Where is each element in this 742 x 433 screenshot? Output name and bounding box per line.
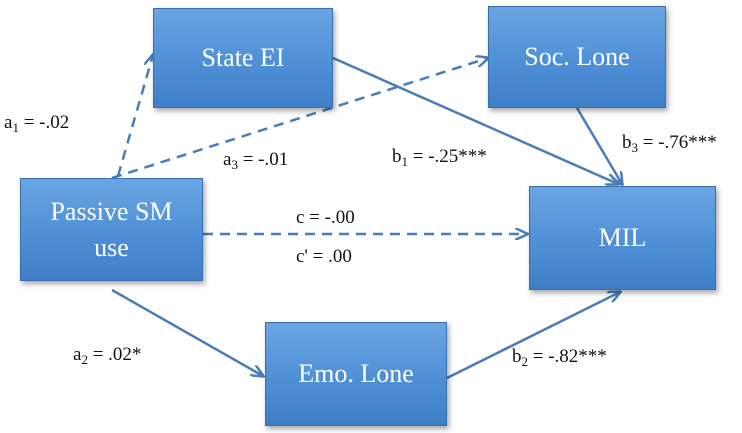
- path-label-c: c = -.00: [296, 207, 355, 228]
- node-state-ei: State EI: [153, 8, 333, 108]
- node-state-ei-label: State EI: [201, 43, 285, 73]
- path-b2-value: = -.82***: [528, 346, 607, 367]
- node-soc-lone: Soc. Lone: [488, 6, 666, 108]
- node-passive-label-line1: Passive SM: [50, 197, 173, 227]
- path-label-b3: b3 = -.76***: [622, 133, 717, 154]
- path-a2-sub: 2: [81, 352, 88, 367]
- node-emo-lone-label: Emo. Lone: [298, 359, 414, 389]
- path-b3-value: = -.76***: [638, 132, 717, 153]
- node-mil-label: MIL: [598, 223, 647, 253]
- arrow-a2-passive-to-emo-lone: [111, 288, 263, 376]
- path-label-a3: a3 = -.01: [223, 150, 288, 171]
- node-emo-lone: Emo. Lone: [265, 322, 447, 426]
- arrow-a3-passive-to-soc-lone: [111, 58, 488, 180]
- path-label-a2: a2 = .02*: [73, 345, 141, 366]
- path-a2-letter: a: [73, 344, 82, 365]
- node-passive-sm-use: Passive SM use: [20, 178, 203, 281]
- arrow-b2-emo-lone-to-mil: [446, 292, 620, 380]
- path-a3-value: = -.01: [237, 149, 289, 170]
- path-label-b2: b2 = -.82***: [512, 347, 607, 368]
- path-label-a1: a1 = -.02: [4, 113, 69, 134]
- arrow-b3-soc-lone-to-mil: [575, 107, 622, 184]
- path-b1-sub: 1: [401, 154, 409, 169]
- path-a1-sub: 1: [12, 120, 19, 135]
- path-b2-sub: 2: [521, 354, 529, 369]
- path-a3-sub: 3: [231, 157, 238, 172]
- path-b3-letter: b: [622, 132, 632, 153]
- node-passive-label-line2: use: [94, 232, 129, 262]
- path-b2-letter: b: [512, 346, 522, 367]
- path-a2-value: = .02*: [87, 344, 142, 365]
- path-b3-sub: 3: [631, 140, 639, 155]
- path-a1-letter: a: [4, 112, 13, 133]
- arrow-a1-passive-to-state-ei: [116, 55, 153, 177]
- node-soc-lone-label: Soc. Lone: [524, 42, 630, 72]
- path-b1-value: = -.25***: [408, 146, 487, 167]
- path-b1-letter: b: [392, 146, 402, 167]
- path-label-b1: b1 = -.25***: [392, 147, 487, 168]
- path-a3-letter: a: [223, 149, 232, 170]
- arrow-b1-state-ei-to-mil: [332, 56, 618, 184]
- node-mil: MIL: [529, 186, 716, 290]
- path-a1-value: = -.02: [18, 112, 70, 133]
- path-label-c-prime: c' = .00: [296, 246, 352, 267]
